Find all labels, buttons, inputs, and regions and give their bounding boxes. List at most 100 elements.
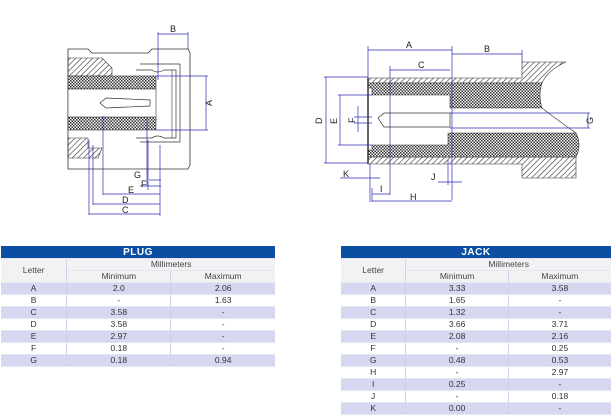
cell-max: - [170, 306, 275, 319]
cell-letter: E [341, 330, 407, 343]
jack-dielectric-top [367, 82, 543, 109]
jack-dim-label-c: C [418, 60, 425, 70]
cell-letter: G [341, 354, 407, 367]
cell-letter: A [341, 282, 407, 295]
plug-dim-label-d: D [122, 195, 129, 205]
cell-min: 3.66 [405, 318, 509, 331]
cell-letter: F [341, 342, 407, 355]
cell-max: 1.63 [170, 294, 275, 307]
jack-dim-label-b: B [484, 44, 490, 54]
jack-dim-label-a: A [406, 40, 412, 50]
jack-letter-header: Letter [341, 258, 407, 283]
cell-min: 3.58 [66, 306, 172, 319]
plug-maximum-header: Maximum [170, 270, 275, 283]
jack-dim-label-f: F [347, 117, 357, 123]
jack-dimension-lines [324, 46, 590, 202]
cell-max: 3.58 [508, 282, 611, 295]
table-row: F-0.25 [341, 342, 611, 355]
plug-dim-label-c: C [122, 205, 129, 215]
jack-dielectric-bottom [367, 132, 580, 158]
plug-dim-label-a: A [204, 100, 214, 106]
cell-min: 0.18 [66, 342, 172, 355]
cell-min: 3.33 [405, 282, 509, 295]
cell-min: - [405, 390, 509, 403]
cell-min: - [405, 366, 509, 379]
cell-letter: B [1, 294, 68, 307]
plug-dimension-lines [88, 32, 208, 216]
cell-max: 2.06 [170, 282, 275, 295]
plug-dielectric-bottom [67, 116, 157, 131]
cell-min: 2.08 [405, 330, 509, 343]
cell-max: - [170, 318, 275, 331]
jack-dimensions-table: JACK Letter Millimeters Minimum Maximum … [341, 246, 611, 415]
cell-letter: J [341, 390, 407, 403]
plug-minimum-header: Minimum [66, 270, 172, 283]
cell-min: 0.18 [66, 354, 172, 367]
cell-letter: G [1, 354, 68, 367]
plug-millimeters-header: Millimeters [66, 258, 275, 271]
cell-min: 1.32 [405, 306, 509, 319]
cell-max: - [170, 342, 275, 355]
table-row: B-1.63 [1, 294, 275, 307]
table-row: H-2.97 [341, 366, 611, 379]
cell-max: - [508, 378, 611, 391]
cell-letter: D [1, 318, 68, 331]
cell-max: 0.53 [508, 354, 611, 367]
jack-shell-top [367, 61, 567, 84]
cell-min: 3.58 [66, 318, 172, 331]
cell-letter: C [1, 306, 68, 319]
cell-max: 0.18 [508, 390, 611, 403]
plug-letter-header: Letter [1, 258, 68, 283]
cell-max: - [508, 294, 611, 307]
plug-collar-top [67, 57, 113, 77]
plug-dim-label-g: G [134, 170, 141, 180]
jack-dim-label-i: I [380, 184, 383, 194]
cell-letter: B [341, 294, 407, 307]
jack-dim-label-g: G [585, 117, 595, 124]
cell-letter: E [1, 330, 68, 343]
cell-min: 0.48 [405, 354, 509, 367]
jack-shell-bottom [367, 156, 577, 179]
cell-max: - [170, 330, 275, 343]
table-row: J-0.18 [341, 390, 611, 403]
cell-letter: H [341, 366, 407, 379]
cell-max: - [508, 402, 611, 415]
cell-letter: C [341, 306, 407, 319]
cell-max: 0.94 [170, 354, 275, 367]
cell-min: - [405, 342, 509, 355]
plug-center-pin [99, 97, 151, 109]
cell-min: 0.25 [405, 378, 509, 391]
cell-min: 1.65 [405, 294, 509, 307]
jack-dim-label-e: E [329, 118, 339, 124]
jack-cross-section-diagram: A B C D E F G H I J K [314, 40, 595, 202]
cell-max: 0.25 [508, 342, 611, 355]
plug-dim-label-e: E [128, 185, 134, 195]
cell-max: 3.71 [508, 318, 611, 331]
cell-letter: K [341, 402, 407, 415]
jack-dim-label-d: D [314, 117, 324, 124]
cell-letter: F [1, 342, 68, 355]
plug-table-title: PLUG [1, 246, 275, 259]
jack-center-pin [377, 112, 451, 128]
jack-maximum-header: Maximum [508, 270, 611, 283]
plug-dim-label-f: F [141, 179, 147, 189]
plug-dimensions-table: PLUG Letter Millimeters Minimum Maximum … [1, 246, 275, 367]
cell-min: 0.00 [405, 402, 509, 415]
plug-cross-section-diagram: B A G F E D C [67, 24, 214, 216]
jack-dim-label-h: H [410, 192, 417, 202]
jack-millimeters-header: Millimeters [405, 258, 611, 271]
jack-table-title: JACK [341, 246, 611, 259]
cell-letter: A [1, 282, 68, 295]
cell-max: 2.97 [508, 366, 611, 379]
